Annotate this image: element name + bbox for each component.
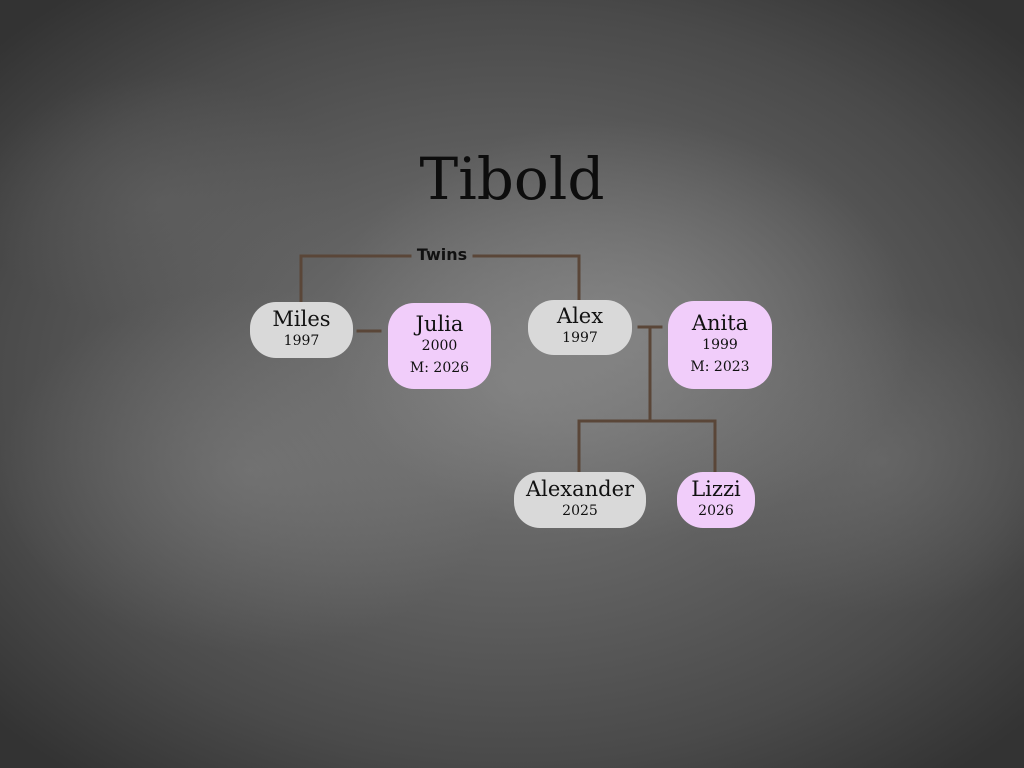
person-name: Alexander <box>525 476 635 501</box>
person-node-anita[interactable]: Anita 1999 M: 2023 <box>668 301 772 389</box>
family-title: Tibold <box>419 145 605 213</box>
person-node-lizzi[interactable]: Lizzi 2026 <box>677 472 755 528</box>
person-birth-year: 1997 <box>562 330 598 347</box>
person-node-julia[interactable]: Julia 2000 M: 2026 <box>388 303 491 389</box>
person-marriage-year: M: 2026 <box>409 359 470 376</box>
children-sibling-line <box>577 419 717 474</box>
person-name: Lizzi <box>691 476 741 501</box>
person-birth-year: 2026 <box>698 502 734 519</box>
person-birth-year: 1999 <box>702 336 738 353</box>
person-name: Miles <box>272 306 331 331</box>
twins-label: Twins <box>416 245 468 264</box>
person-birth-year: 1997 <box>283 332 320 349</box>
person-node-alex[interactable]: Alex 1997 <box>528 300 632 355</box>
twins-connector-line <box>299 254 581 304</box>
person-birth-year: 2025 <box>562 502 598 519</box>
person-name: Alex <box>556 304 604 329</box>
person-name: Anita <box>691 310 749 335</box>
person-name: Julia <box>415 311 464 336</box>
person-birth-year: 2000 <box>421 337 458 354</box>
person-node-miles[interactable]: Miles 1997 <box>250 302 353 358</box>
person-marriage-year: M: 2023 <box>690 358 750 375</box>
person-node-alexander[interactable]: Alexander 2025 <box>514 472 646 528</box>
